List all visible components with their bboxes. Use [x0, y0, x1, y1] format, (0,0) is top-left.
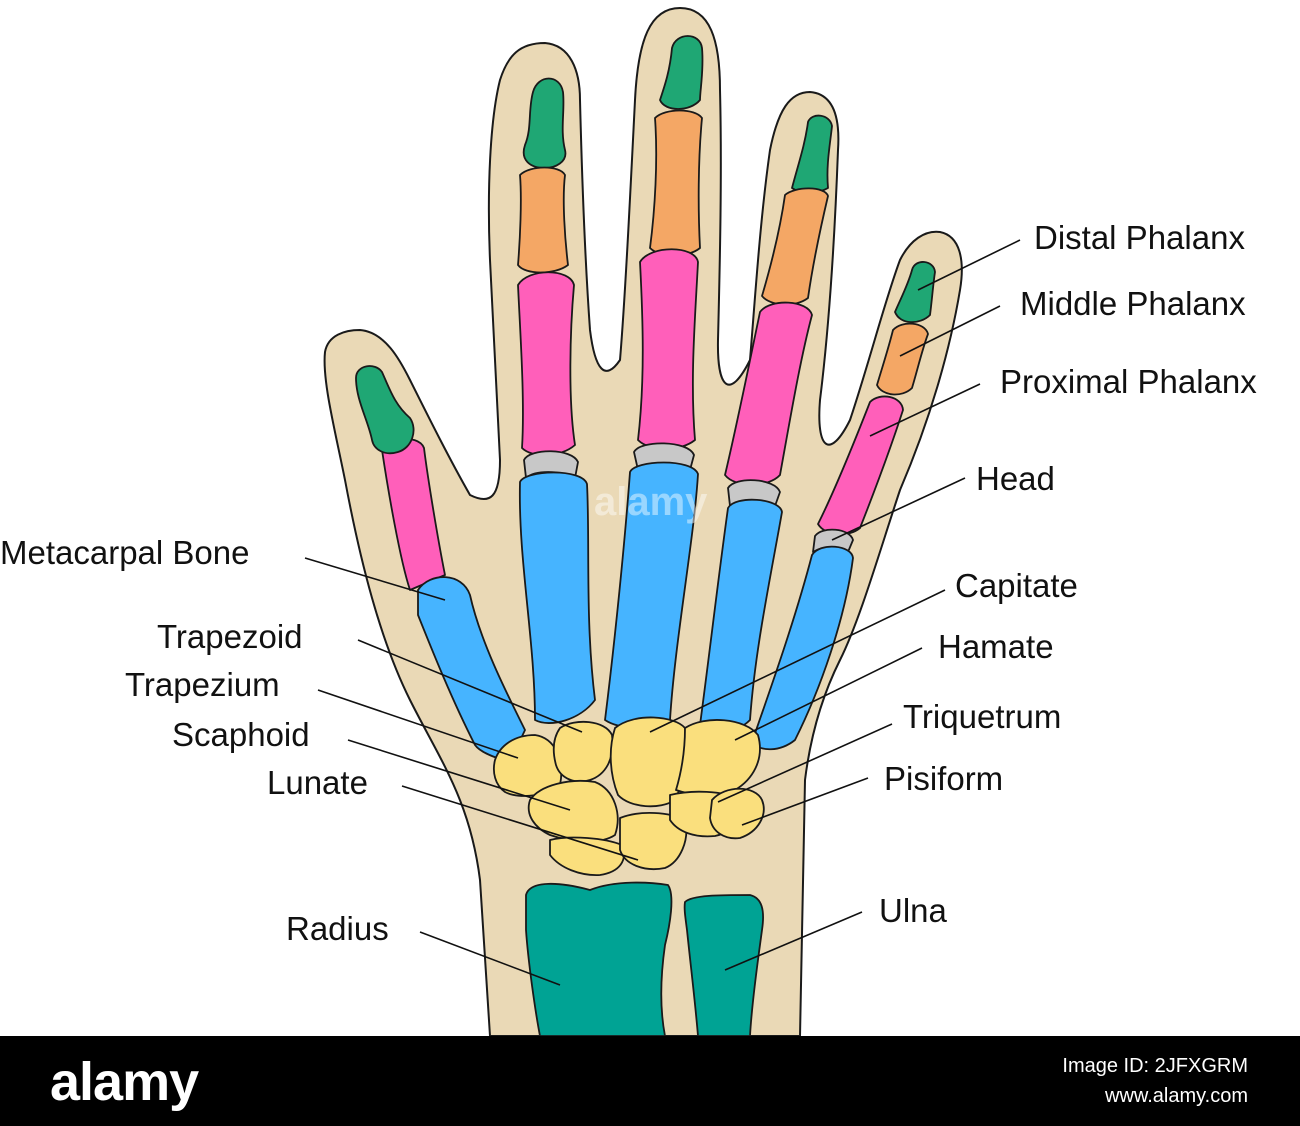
- lunate-bone: [549, 836, 625, 876]
- radius-bone: [525, 881, 673, 1036]
- label-trapezoid: Trapezoid: [157, 618, 303, 655]
- pisiform-bone: [709, 787, 765, 840]
- leader-proximal-phalanx: [869, 383, 981, 437]
- distal-phalanx-thumb: [355, 365, 415, 455]
- label-radius: Radius: [286, 910, 389, 947]
- leader-metacarpal-bone: [304, 557, 446, 601]
- metacarpal-thumb: [417, 576, 526, 763]
- middle-phalanx-middle: [649, 109, 703, 257]
- proximal-phalanx-middle: [637, 248, 699, 450]
- leader-trapezoid: [357, 639, 583, 733]
- middle-phalanx-ring: [761, 187, 829, 306]
- label-triquetrum: Triquetrum: [903, 698, 1061, 735]
- footer-bar: [0, 1036, 1300, 1126]
- stock-info: Image ID: 2JFXGRM www.alamy.com: [1062, 1051, 1248, 1111]
- label-head: Head: [976, 460, 1055, 497]
- distal-phalanx-ring: [791, 114, 833, 194]
- distal-phalanx-index: [522, 77, 567, 169]
- leader-capitate: [649, 589, 946, 733]
- leader-pisiform: [741, 777, 869, 826]
- label-capitate: Capitate: [955, 567, 1078, 604]
- trapezoid-bone: [552, 720, 614, 783]
- leader-triquetrum: [717, 723, 893, 803]
- label-middle-phalanx: Middle Phalanx: [1020, 285, 1246, 322]
- leader-distal-phalanx: [917, 239, 1021, 291]
- leader-middle-phalanx: [899, 305, 1001, 357]
- label-scaphoid: Scaphoid: [172, 716, 310, 753]
- label-distal-phalanx: Distal Phalanx: [1034, 219, 1245, 256]
- labels: Distal Phalanx Middle Phalanx Proximal P…: [0, 219, 1257, 947]
- metacarpal-index: [518, 471, 596, 724]
- middle-phalanx-index: [517, 166, 569, 274]
- leader-lunate: [401, 785, 639, 861]
- label-trapezium: Trapezium: [125, 666, 280, 703]
- leader-trapezium: [317, 689, 519, 759]
- metacarpal-ring: [699, 498, 783, 733]
- leader-scaphoid: [347, 739, 571, 811]
- metacarpal-little: [751, 545, 854, 751]
- proximal-phalanx-index: [517, 271, 576, 457]
- brand-logo: alamy: [50, 1052, 199, 1112]
- leader-radius: [419, 931, 561, 986]
- hand-skeleton-diagram: Distal Phalanx Middle Phalanx Proximal P…: [0, 7, 1257, 1036]
- middle-phalanx-little: [876, 322, 929, 396]
- label-proximal-phalanx: Proximal Phalanx: [1000, 363, 1257, 400]
- leader-head: [831, 477, 966, 541]
- website-url[interactable]: www.alamy.com: [1105, 1085, 1248, 1107]
- proximal-phalanx-ring: [724, 301, 813, 486]
- label-metacarpal-bone: Metacarpal Bone: [0, 534, 249, 571]
- distal-phalanx-middle: [659, 35, 704, 110]
- label-pisiform: Pisiform: [884, 760, 1003, 797]
- leader-ulna: [724, 911, 863, 971]
- label-hamate: Hamate: [938, 628, 1054, 665]
- leader-hamate: [734, 647, 923, 741]
- ulna-bone: [683, 894, 764, 1036]
- label-lunate: Lunate: [267, 764, 368, 801]
- distal-phalanx-little: [894, 261, 936, 324]
- image-id-text: Image ID: 2JFXGRM: [1062, 1055, 1248, 1077]
- lunate-bone-2: [619, 812, 688, 870]
- label-ulna: Ulna: [879, 892, 948, 929]
- leader-lines: [304, 239, 1021, 986]
